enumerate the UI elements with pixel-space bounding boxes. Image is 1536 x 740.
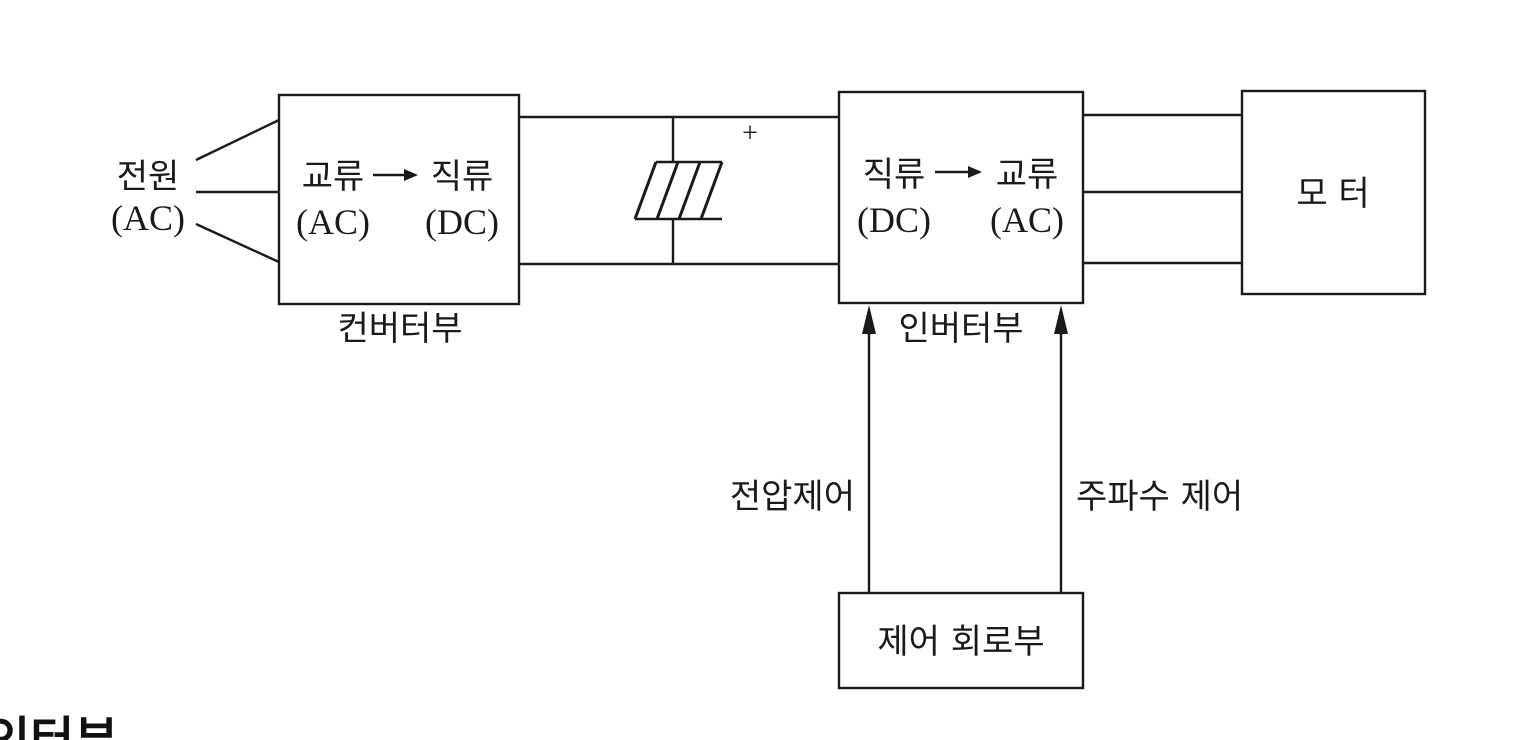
frequency-control-label: 주파수 제어 (1076, 477, 1243, 517)
converter-from-sub: (AC) (296, 202, 370, 242)
converter-to-label: 직류 (431, 157, 494, 197)
ac-input-lines (195, 118, 280, 264)
voltage-control-signal: 전압제어 (730, 305, 876, 593)
converter-to-sub: (DC) (425, 202, 499, 242)
converter-block: 교류 직류 (AC) (DC) 컨버터부 (277, 93, 521, 349)
converter-name: 컨버터부 (337, 309, 462, 349)
capacitor-hatching (633, 161, 724, 220)
control-circuit-block: 제어 회로부 (837, 591, 1085, 690)
inverter-box (837, 90, 1085, 305)
control-circuit-label: 제어 회로부 (877, 622, 1044, 662)
power-source-label: 전원 (117, 157, 180, 197)
frequency-control-arrowhead (1054, 305, 1068, 334)
input-line-1 (195, 118, 280, 162)
dc-bus (519, 115, 839, 266)
converter-box (277, 93, 521, 306)
inverter-from-label: 직류 (863, 155, 926, 195)
motor-block: 모 터 (1240, 89, 1427, 296)
frequency-control-signal: 주파수 제어 (1054, 305, 1243, 593)
inverter-arrow (935, 166, 982, 178)
inverter-to-sub: (AC) (990, 200, 1064, 240)
power-source: 전원 (AC) (111, 157, 185, 238)
motor-label: 모 터 (1296, 174, 1369, 214)
inverter-name: 인버터부 (898, 309, 1023, 349)
converter-arrow (373, 169, 418, 181)
control-circuit-box (837, 591, 1085, 690)
inverter-block: 직류 교류 (DC) (AC) 인버터부 (837, 90, 1085, 349)
power-source-sub-label: (AC) (111, 198, 185, 238)
voltage-control-label: 전압제어 (730, 477, 855, 517)
motor-feed-lines (1083, 113, 1242, 265)
cut-off-footer-text: 인터부 (0, 712, 118, 740)
inverter-from-sub: (DC) (857, 200, 931, 240)
inverter-to-label: 교류 (996, 155, 1059, 195)
smoothing-capacitor: + (633, 117, 758, 264)
input-line-3 (195, 222, 280, 264)
voltage-control-arrowhead (862, 305, 876, 334)
capacitor-polarity-sign: + (742, 118, 758, 149)
motor-box (1240, 89, 1427, 296)
converter-from-label: 교류 (302, 157, 365, 197)
